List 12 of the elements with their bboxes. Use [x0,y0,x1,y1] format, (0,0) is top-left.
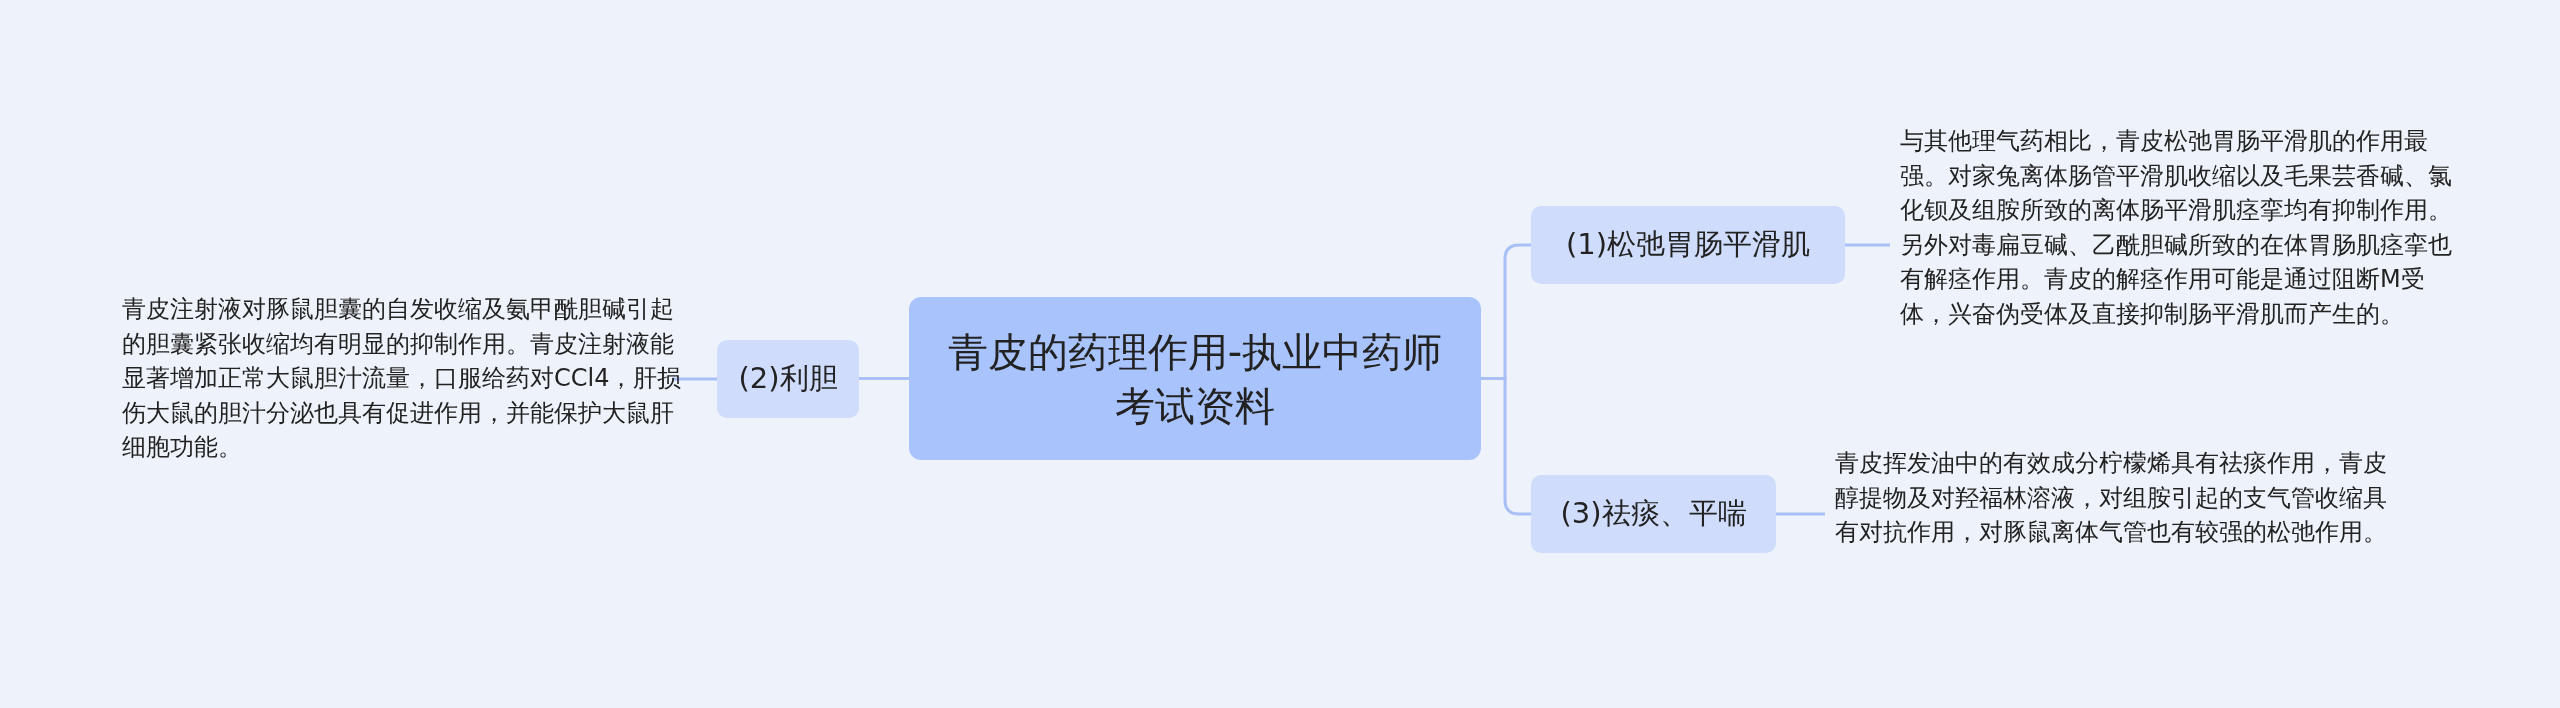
note-text: 与其他理气药相比，青皮松弛胃肠平滑肌的作用最强。对家兔离体肠管平滑肌收缩以及毛果芸香碱、氯化钡及组胺所致的离体肠平滑肌痉挛均有抑制作用。另外对毒扁豆碱、乙酰胆碱所致的在体胃肠肌痉挛也有解痉作用。青皮的解痉作用可能是通过阻断M受体，兴奋伪受体及直接抑制肠平滑肌而产生的。 [1900,124,2460,331]
connector-line [859,377,909,380]
branch-topic-box: (1)松弛胃肠平滑肌 [1531,206,1845,284]
note-text: 青皮注射液对豚鼠胆囊的自发收缩及氨甲酰胆碱引起的胆囊紧张收缩均有明显的抑制作用。青皮注射液能显著增加正常大鼠胆汁流量，口服给药对CCl4，肝损伤大鼠的胆汁分泌也具有促进作用，并能保护大鼠肝细胞功能。 [122,292,682,465]
connector-line [1845,243,1890,247]
branch-topic-box: (2)利胆 [717,340,859,418]
connector-line [1481,377,1531,516]
connector-line [672,377,717,381]
note-text: 青皮挥发油中的有效成分柠檬烯具有祛痰作用，青皮醇提物及对羟福林溶液，对组胺引起的支气管收缩具有对抗作用，对豚鼠离体气管也有较强的松弛作用。 [1835,446,2395,550]
root-topic-box: 青皮的药理作用-执业中药师考试资料 [909,297,1481,460]
branch-topic-box: (3)祛痰、平喘 [1531,475,1776,553]
connector-line [1776,512,1825,516]
